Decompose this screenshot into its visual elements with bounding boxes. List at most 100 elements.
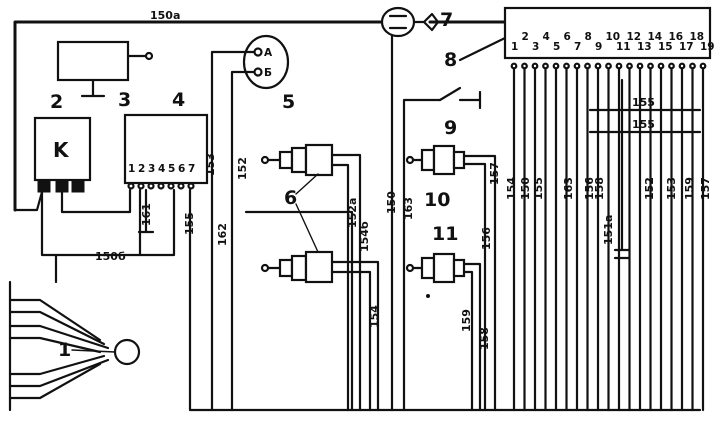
wire-label-163: 163: [402, 197, 415, 220]
wire-label-159: 159: [460, 309, 473, 332]
callout-8: 8: [444, 49, 457, 71]
block8-pin-label: 4: [543, 31, 550, 43]
block8-pin: [626, 62, 633, 70]
callout-9: 9: [444, 117, 457, 139]
switch1-wire: [8, 336, 102, 354]
block8-pin: [678, 62, 686, 70]
harness-wire-label: 156: [583, 177, 596, 200]
wire-150a: 150a: [13, 9, 507, 212]
harness-wire-label: 163: [562, 177, 575, 200]
block8-pin-label: 6: [564, 31, 571, 43]
block8-pin-label: 12: [627, 31, 642, 43]
switch1-wire: [8, 310, 106, 346]
harness-wire-label: 155: [532, 177, 545, 200]
block8-pin-label: 3: [532, 41, 539, 53]
block8-pin-label: 1: [511, 41, 518, 53]
sensor-11: 11 159 158: [405, 223, 491, 412]
harness-wire-label: 159: [683, 177, 696, 200]
block8-pin-label: 5: [553, 41, 560, 53]
block4-pin-label: 5: [168, 163, 175, 175]
wire-label-152a: 152a: [346, 198, 359, 228]
block8-pin: [563, 62, 570, 70]
callout-3: 3: [118, 89, 131, 111]
bus-label-155-top: 155: [632, 96, 655, 109]
callout-4: 4: [172, 89, 185, 111]
block8-pin-label: 18: [690, 31, 705, 43]
block8-pin: [689, 62, 696, 70]
block8-pin: [594, 62, 602, 70]
block4-pin: [147, 182, 155, 190]
bus-label-155-bottom: 155: [632, 118, 655, 131]
block8-pin-label: 2: [522, 31, 529, 43]
block8-pin-label: 16: [669, 31, 684, 43]
block8-pin: [552, 62, 560, 70]
wire-label-156: 156: [480, 227, 493, 250]
switch1-wire: [8, 324, 110, 350]
block8-pin: [573, 62, 581, 70]
block8-pin: [699, 62, 707, 70]
block8-pin-label: 11: [616, 41, 631, 53]
wire-label-161: 161: [140, 203, 153, 226]
sensor-10: 10 157 156: [405, 144, 501, 412]
block8-pin-label: 17: [679, 41, 694, 53]
block4-pin-label: 6: [178, 163, 185, 175]
block8-pin: [542, 62, 549, 70]
block8-pin: [605, 62, 612, 70]
callout-6: 6: [284, 187, 297, 209]
switch1-wire: [8, 354, 106, 376]
wire-label-155-left: 155: [183, 212, 196, 235]
switch1-wire: [8, 298, 102, 342]
wire-label-154: 154: [368, 305, 381, 328]
block4-pin: [187, 182, 195, 190]
wire-label-150a: 150a: [150, 9, 180, 22]
switch1-wire: [8, 358, 110, 388]
switch1-wire: [8, 362, 102, 400]
block8-pin: [657, 62, 665, 70]
wire-label-153: 153: [204, 153, 217, 176]
block8-pin: [531, 62, 539, 70]
block4-pin-label: 7: [188, 163, 195, 175]
block4-pin: [157, 182, 165, 190]
block8-pin-label: 7: [574, 41, 581, 53]
callout-2: 2: [50, 91, 63, 113]
block8-pin-label: 13: [637, 41, 652, 53]
block8-pin-label: 10: [606, 31, 621, 43]
harness-wire-label: 157: [699, 177, 712, 200]
harness-wire-label: 150: [519, 177, 532, 200]
wire-label-162: 162: [216, 223, 229, 246]
relay-2: 2 K: [13, 91, 142, 284]
switch-9: 9 163: [402, 86, 482, 412]
wire-label-151a: 151a: [602, 215, 615, 245]
wire-label-154b: 154б: [358, 221, 371, 252]
ignition-switch-7: 7 150: [380, 6, 453, 412]
wire-label-158: 158: [478, 327, 491, 350]
harness-wire-label: 158: [593, 177, 606, 200]
block8-pin-label: 8: [585, 31, 592, 43]
switch5-pin-b: Б: [264, 67, 272, 79]
wire-label-150: 150: [385, 191, 398, 214]
callout-7: 7: [440, 9, 453, 31]
relay-letter: K: [53, 138, 70, 162]
switch5-pin-a: A: [264, 47, 273, 59]
block4-pin-label: 1: [128, 163, 135, 175]
block4-pin-label: 3: [148, 163, 155, 175]
switch-5: A Б 5 153 162 152: [204, 34, 295, 412]
devices-6: 6 152a 154б 154: [244, 143, 381, 412]
block8-pin: [584, 62, 591, 70]
component-3: 3: [56, 40, 154, 111]
block4-pin: [137, 182, 145, 190]
block8-pin-label: 15: [658, 41, 673, 53]
block8-pin: [510, 62, 518, 70]
block8-pin: [647, 62, 654, 70]
block4-pin: [167, 182, 175, 190]
block4-pin: [127, 182, 135, 190]
block4-pin: [177, 182, 185, 190]
wire-label-152: 152: [236, 157, 249, 180]
block8-pin: [615, 62, 623, 70]
harness-wire-label: 154: [505, 177, 518, 200]
callout-11: 11: [432, 223, 458, 245]
